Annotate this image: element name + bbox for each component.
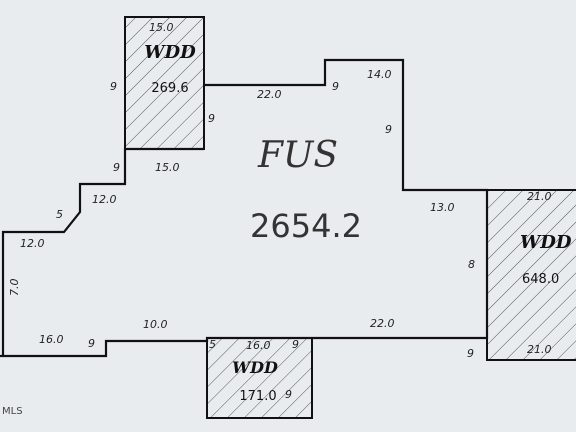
dim-small-9-b1: 9 (88, 337, 95, 350)
dim-right-wdd-top: 21.0 (527, 190, 552, 203)
wdd-right-area: WDD 648.0 (486, 189, 576, 361)
wdd-top-area: WDD 269.6 (124, 16, 205, 150)
wdd-bottom-value: 171.0 (239, 389, 276, 404)
dim-left-top: 12.0 (20, 237, 45, 250)
wdd-bottom-area: WDD 171.0 (206, 337, 313, 419)
dim-left-side: 7.0 (8, 279, 21, 297)
main-area-label: FUS (257, 135, 338, 176)
dim-step-12: 12.0 (92, 193, 117, 206)
dim-bottom-wdd: 16.0 (246, 339, 271, 352)
dim-top-segment: 22.0 (257, 88, 282, 101)
dim-wdd-bottom-side: 9 (285, 388, 292, 401)
wdd-right-label: WDD (520, 232, 572, 253)
dim-right-wdd-bottom: 21.0 (527, 343, 552, 356)
dim-right-side: 8 (468, 258, 475, 271)
dim-top-wdd-width: 15.0 (149, 21, 174, 34)
dim-small-9-b2: 9 (292, 338, 299, 351)
dim-small-5-b: 5 (209, 338, 216, 351)
dim-notch-top: 14.0 (367, 68, 392, 81)
watermark-text: MLS (2, 406, 23, 417)
dim-notch-side: 9 (332, 80, 339, 93)
dim-right-step: 13.0 (430, 201, 455, 214)
dim-bottom-left: 16.0 (39, 333, 64, 346)
dim-bottom-right: 22.0 (370, 317, 395, 330)
wdd-top-value: 269.6 (151, 81, 188, 96)
main-area-outline-left (1, 147, 204, 356)
main-area-value: 2654.2 (250, 207, 362, 245)
dim-left-diag-5: 5 (56, 208, 63, 221)
wdd-right-value: 648.0 (522, 272, 559, 287)
main-area-outline (0, 58, 489, 358)
dim-small-9-r: 9 (467, 347, 474, 360)
dim-step-15: 15.0 (155, 161, 180, 174)
dim-wdd-top-left: 9 (110, 80, 117, 93)
wdd-bottom-label: WDD (232, 358, 278, 377)
dim-bottom-mid: 10.0 (143, 318, 168, 331)
dim-left-diag-9: 9 (113, 161, 120, 174)
dim-wdd-top-side: 9 (208, 112, 215, 125)
wdd-top-label: WDD (144, 42, 196, 63)
dim-step-9a: 9 (385, 123, 392, 136)
